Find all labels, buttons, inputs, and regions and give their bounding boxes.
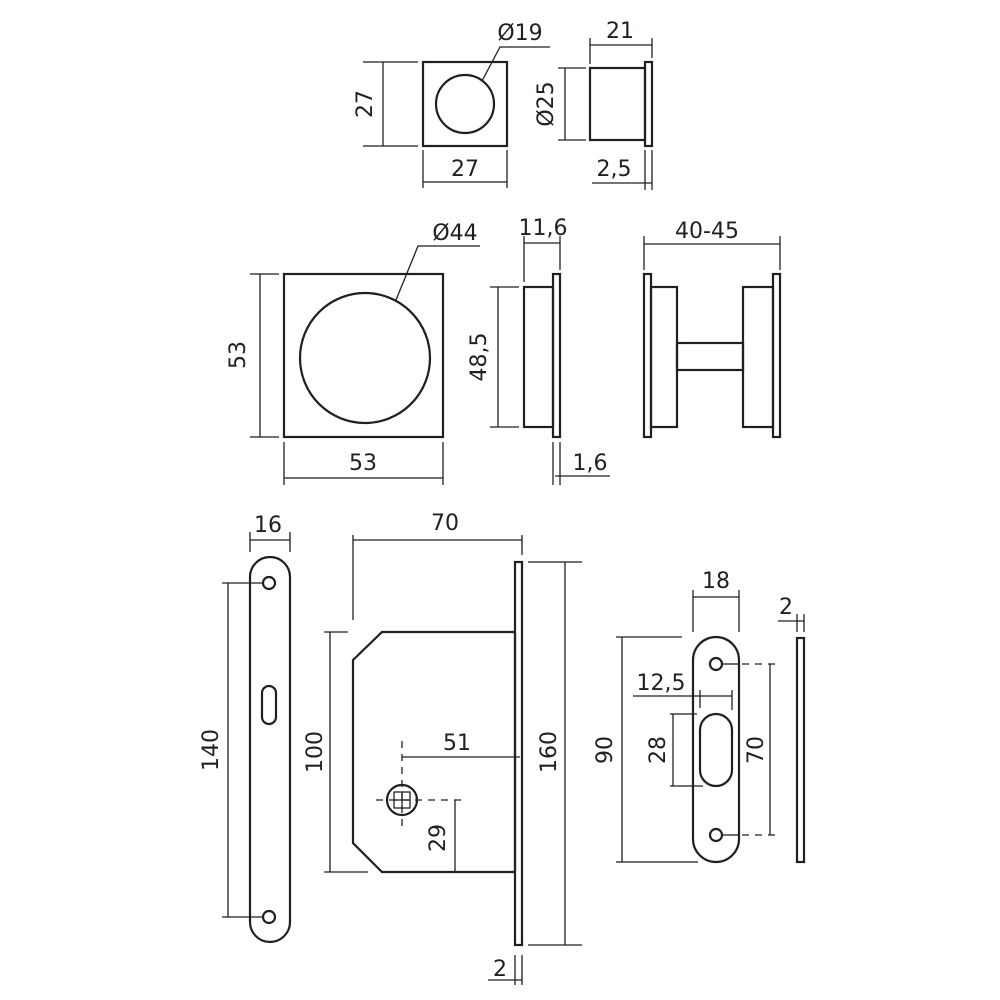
strike-plate: 18 2 90 70 12,5 28 xyxy=(593,569,806,864)
strike-height-label: 90 xyxy=(593,736,618,764)
strike-holes-label: 70 xyxy=(744,736,769,764)
large-depth-label: 11,6 xyxy=(519,216,568,241)
small-outer-diameter-text: Ø25 xyxy=(534,81,559,126)
large-knob-side-view: 11,6 48,5 1,6 xyxy=(467,216,610,485)
large-height-label: 53 xyxy=(226,341,251,369)
small-width-label: 27 xyxy=(451,157,479,182)
lock-height-label: 100 xyxy=(303,731,328,773)
large-flange-label: 1,6 xyxy=(573,451,608,476)
small-knob-front-view: Ø19 27 27 xyxy=(353,21,550,188)
large-width-label: 53 xyxy=(349,451,377,476)
strike-thickness-label: 2 xyxy=(779,595,793,620)
lock-depth-label: 70 xyxy=(431,511,459,536)
face-plate: 16 140 xyxy=(199,513,292,944)
plate-holes-label: 140 xyxy=(199,729,224,771)
small-height-label: 27 xyxy=(353,90,378,118)
strike-width-label: 18 xyxy=(702,569,730,594)
lock-body: 70 100 160 51 29 2 xyxy=(303,511,582,985)
faceplate-thickness-label: 2 xyxy=(493,957,507,982)
double-knob-assembly: 40-45 xyxy=(642,219,782,439)
plate-width-label: 16 xyxy=(254,513,282,538)
small-diameter-label: Ø19 xyxy=(497,21,542,46)
faceplate-height-label: 160 xyxy=(537,731,562,773)
large-body-height-label: 48,5 xyxy=(467,333,492,382)
strike-slot-width-label: 12,5 xyxy=(637,671,686,696)
small-depth-label: 21 xyxy=(606,19,634,44)
spindle-offset-label: 29 xyxy=(426,824,451,852)
large-diameter-label: Ø44 xyxy=(432,221,477,246)
small-flange-label: 2,5 xyxy=(597,157,632,182)
backset-label: 51 xyxy=(443,731,471,756)
strike-slot-height-label: 28 xyxy=(646,736,671,764)
large-knob-front-view: Ø44 53 53 xyxy=(226,221,480,485)
small-knob-side-view: 21 Ø25 2,5 xyxy=(534,19,654,190)
door-thickness-label: 40-45 xyxy=(675,219,739,244)
